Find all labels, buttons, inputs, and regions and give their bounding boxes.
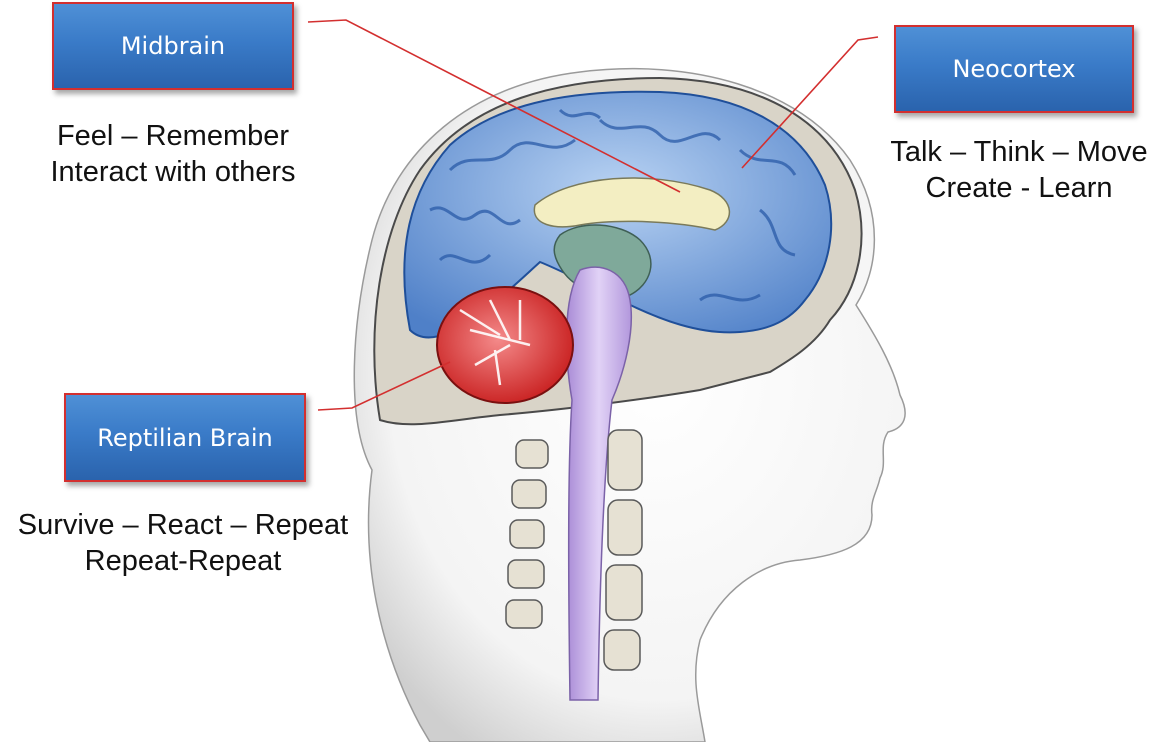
neocortex-caption: Talk – Think – Move Create - Learn <box>868 134 1170 206</box>
reptilian-caption-line-1: Survive – React – Repeat <box>17 509 349 541</box>
midbrain-caption-line-2: Interact with others <box>50 156 296 188</box>
reptilian-caption-line-2: Repeat-Repeat <box>84 545 282 577</box>
midbrain-title: Midbrain <box>120 32 226 60</box>
leader-lines <box>307 19 879 411</box>
reptilian-leader-line <box>317 361 451 411</box>
vertebrae <box>505 429 643 671</box>
midbrain-label-box: Midbrain <box>52 2 294 90</box>
neocortex-caption-line-2: Create - Learn <box>925 172 1113 204</box>
reptilian-caption: Survive – React – Repeat Repeat-Repeat <box>0 507 366 579</box>
neocortex-title: Neocortex <box>952 55 1076 83</box>
reptilian-label-box: Reptilian Brain <box>64 393 306 482</box>
reptilian-title: Reptilian Brain <box>97 423 273 452</box>
cortex-folds <box>429 108 797 302</box>
midbrain-caption-line-1: Feel – Remember <box>56 120 290 152</box>
neocortex-label-box: Neocortex <box>894 25 1134 113</box>
cerebellum-branches <box>459 299 531 386</box>
midbrain-leader-line <box>307 19 681 193</box>
neocortex-leader-line <box>741 36 879 169</box>
corpus-callosum <box>533 177 731 231</box>
brainstem <box>565 266 633 701</box>
cerebellum <box>436 286 574 404</box>
midbrain-caption: Feel – Remember Interact with others <box>0 118 346 190</box>
neocortex-caption-line-1: Talk – Think – Move <box>890 136 1148 168</box>
